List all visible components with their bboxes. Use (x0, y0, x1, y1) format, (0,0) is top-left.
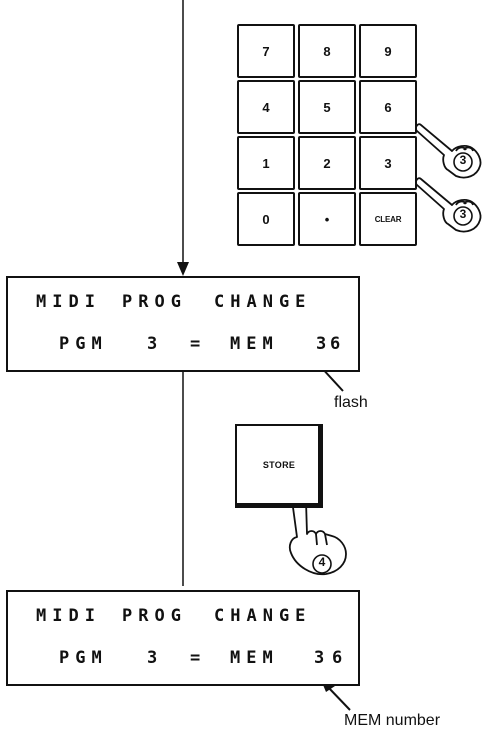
step-number-3: 3 (457, 153, 469, 167)
key-5[interactable]: 5 (298, 80, 356, 134)
lcd-word-prog: PROG (122, 606, 187, 626)
key-2[interactable]: 2 (298, 136, 356, 190)
lcd-equals: = (190, 648, 200, 668)
lcd-program-number: 3 (147, 648, 157, 668)
lcd-display-editing: MIDI PROG CHANGE PGM 3 = MEM 3 6 (6, 276, 360, 372)
key-9[interactable]: 9 (359, 24, 417, 78)
lcd-word-mem: MEM (230, 648, 279, 668)
lcd-line-1: MIDI PROG CHANGE (8, 292, 358, 322)
lcd-word-change: CHANGE (214, 606, 311, 626)
lcd-mem-digit-tens: 3 (314, 648, 324, 668)
store-button[interactable]: STORE (235, 424, 323, 508)
lcd-mem-digit-tens-flashing: 3 (316, 334, 326, 354)
store-button-label: STORE (237, 460, 321, 470)
lcd-mem-digit-ones: 6 (332, 648, 342, 668)
key-8[interactable]: 8 (298, 24, 356, 78)
step-number-4: 4 (316, 555, 328, 569)
lcd-program-number: 3 (147, 334, 157, 354)
lcd-mem-digit-ones: 6 (330, 334, 340, 354)
key-1[interactable]: 1 (237, 136, 295, 190)
lcd-line-2: PGM 3 = MEM 3 6 (8, 648, 358, 678)
key-3[interactable]: 3 (359, 136, 417, 190)
lcd-word-pgm: PGM (59, 334, 108, 354)
key-4[interactable]: 4 (237, 80, 295, 134)
lcd-word-midi: MIDI (36, 292, 101, 312)
key-6[interactable]: 6 (359, 80, 417, 134)
lcd-word-mem: MEM (230, 334, 279, 354)
key-7[interactable]: 7 (237, 24, 295, 78)
lcd-word-prog: PROG (122, 292, 187, 312)
pointing-hand-icon (416, 124, 481, 177)
lcd-word-change: CHANGE (214, 292, 311, 312)
lcd-equals: = (190, 334, 200, 354)
mem-number-label: MEM number (344, 712, 440, 730)
lcd-line-1: MIDI PROG CHANGE (8, 606, 358, 636)
flash-label: flash (334, 394, 368, 412)
lcd-word-midi: MIDI (36, 606, 101, 626)
step-number-3: 3 (457, 207, 469, 221)
key-clear[interactable]: CLEAR (359, 192, 417, 246)
lcd-display-stored: MIDI PROG CHANGE PGM 3 = MEM 3 6 (6, 590, 360, 686)
flow-arrowhead-top (177, 262, 189, 276)
lcd-word-pgm: PGM (59, 648, 108, 668)
pointing-hand-icon (416, 178, 481, 231)
lcd-line-2: PGM 3 = MEM 3 6 (8, 334, 358, 364)
key-0[interactable]: 0 (237, 192, 295, 246)
key-decimal-point[interactable]: • (298, 192, 356, 246)
